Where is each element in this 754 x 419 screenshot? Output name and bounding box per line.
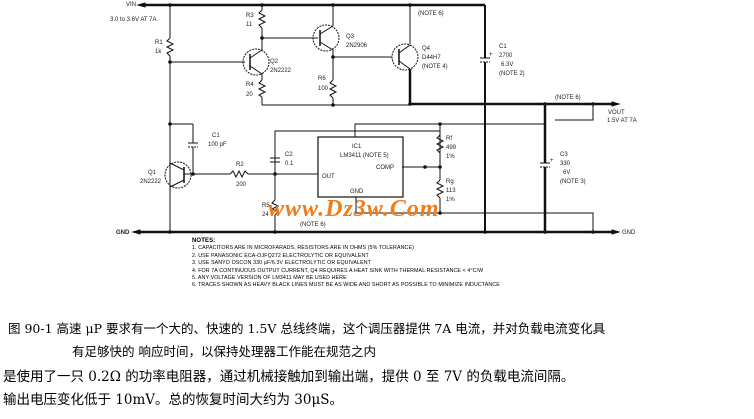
component-label: 100	[318, 86, 329, 92]
component-label: +	[550, 158, 554, 164]
vin-spec: 3.0 to 3.6V AT 7A	[110, 17, 156, 23]
component-label: GND	[622, 230, 636, 236]
component-label: R1	[155, 40, 163, 46]
component-label: 11	[246, 22, 253, 28]
component-label: C3	[560, 152, 568, 158]
component-label: R2	[236, 162, 244, 168]
component-label: R4	[246, 82, 254, 88]
note-item: 6. TRACES SHOWN AS HEAVY BLACK LINES MUS…	[192, 282, 500, 289]
caption-line-3: 是使用了一只 0.2Ω 的功率电阻器，通过机械接触加到输出端，提供 0 至 7V…	[3, 369, 575, 385]
note-item: 4. FOR 7A CONTINUOUS OUTPUT CURRENT, Q4 …	[192, 267, 484, 274]
component-label: Q1	[148, 170, 157, 176]
lm3411-ic	[317, 136, 404, 198]
component-label: 1k	[155, 49, 162, 55]
notes-title: NOTES:	[192, 238, 216, 244]
component-label: LM3411 (NOTE 5)	[340, 153, 389, 159]
component-label: 0.1	[285, 161, 294, 167]
note-item: 2. USE PANASONIC ECA-OJFQ272 ELECTROLYTI…	[192, 252, 369, 259]
component-label: 24	[262, 212, 269, 218]
component-label: C1	[212, 133, 220, 139]
component-label: (NOTE 4)	[422, 64, 448, 70]
component-label: GND	[350, 189, 364, 195]
component-label: Q4	[422, 46, 431, 52]
component-label: C1	[499, 44, 507, 50]
component-label: 499	[446, 145, 457, 151]
watermark: www.Dz3w.Com	[268, 196, 440, 222]
component-label: 6.3V	[501, 62, 513, 68]
component-label: +	[489, 52, 493, 58]
vin-label: VIN	[126, 2, 136, 8]
component-label: (NOTE 6)	[418, 11, 444, 17]
circuit-schematic: VIN 3.0 to 3.6V AT 7A R1 1k R3 11 Q2 2N2…	[110, 2, 637, 236]
component-label: (NOTE 6)	[300, 222, 326, 228]
component-label: 1.5V AT 7A	[607, 118, 637, 124]
caption-line-1: 图 90-1 高速 μP 要求有一个大的、快速的 1.5V 总线终端，这个调压器…	[8, 321, 606, 336]
component-label: 1%	[446, 197, 455, 203]
component-label: R5	[262, 203, 270, 209]
caption-line-4: 输出电压变化低于 10mV。总的恢复时间大约为 30μS。	[3, 392, 344, 408]
component-label: Rg	[446, 179, 454, 185]
component-label: 6V	[563, 170, 570, 176]
component-label: Rf	[446, 136, 452, 142]
component-label: (NOTE 3)	[560, 179, 586, 185]
component-label: 2700	[499, 53, 513, 59]
q3-transistor	[312, 24, 340, 52]
component-label: R6	[318, 76, 326, 82]
component-label: GND	[116, 230, 130, 236]
component-label: 2N2222	[270, 68, 292, 74]
component-label: D44H7	[422, 55, 441, 61]
notes-block: NOTES: 1. CAPACITORS ARE IN MICROFARADS,…	[192, 238, 500, 290]
component-label: 330	[560, 161, 571, 167]
component-label: 113	[446, 188, 456, 194]
component-label: 2N2906	[346, 43, 368, 49]
component-label: R3	[246, 13, 254, 19]
q2-transistor	[242, 48, 270, 76]
component-label: VOUT	[608, 110, 625, 116]
note-item: 5. ANY VOLTAGE VERSION OF LM3411 MAY BE …	[192, 275, 347, 282]
component-label: COMP	[376, 165, 394, 171]
vin-arrow	[136, 2, 146, 8]
component-label: C2	[285, 152, 293, 158]
q1-transistor	[164, 161, 192, 189]
component-label: 2N2222	[140, 179, 162, 185]
q4-transistor	[391, 43, 419, 71]
component-label: (NOTE 6)	[555, 95, 581, 101]
component-label: 100 pF	[208, 142, 227, 148]
note-item: 1. CAPACITORS ARE IN MICROFARADS, RESIST…	[192, 245, 414, 252]
component-label: (NOTE 2)	[499, 71, 525, 77]
component-label: 200	[236, 182, 247, 188]
note-item: 3. USE SANYO OSCON 330 µF/6.3V ELECTROLY…	[192, 260, 371, 267]
component-label: Q2	[270, 59, 279, 65]
caption-line-2: 有足够快的 响应时间，以保持处理器工作能在规范之内	[72, 344, 376, 359]
component-label: OUT	[322, 174, 335, 180]
component-label: 20	[246, 92, 253, 98]
component-label: 1%	[446, 154, 455, 160]
component-label: IC1	[352, 144, 362, 150]
component-label: Q3	[346, 34, 355, 40]
